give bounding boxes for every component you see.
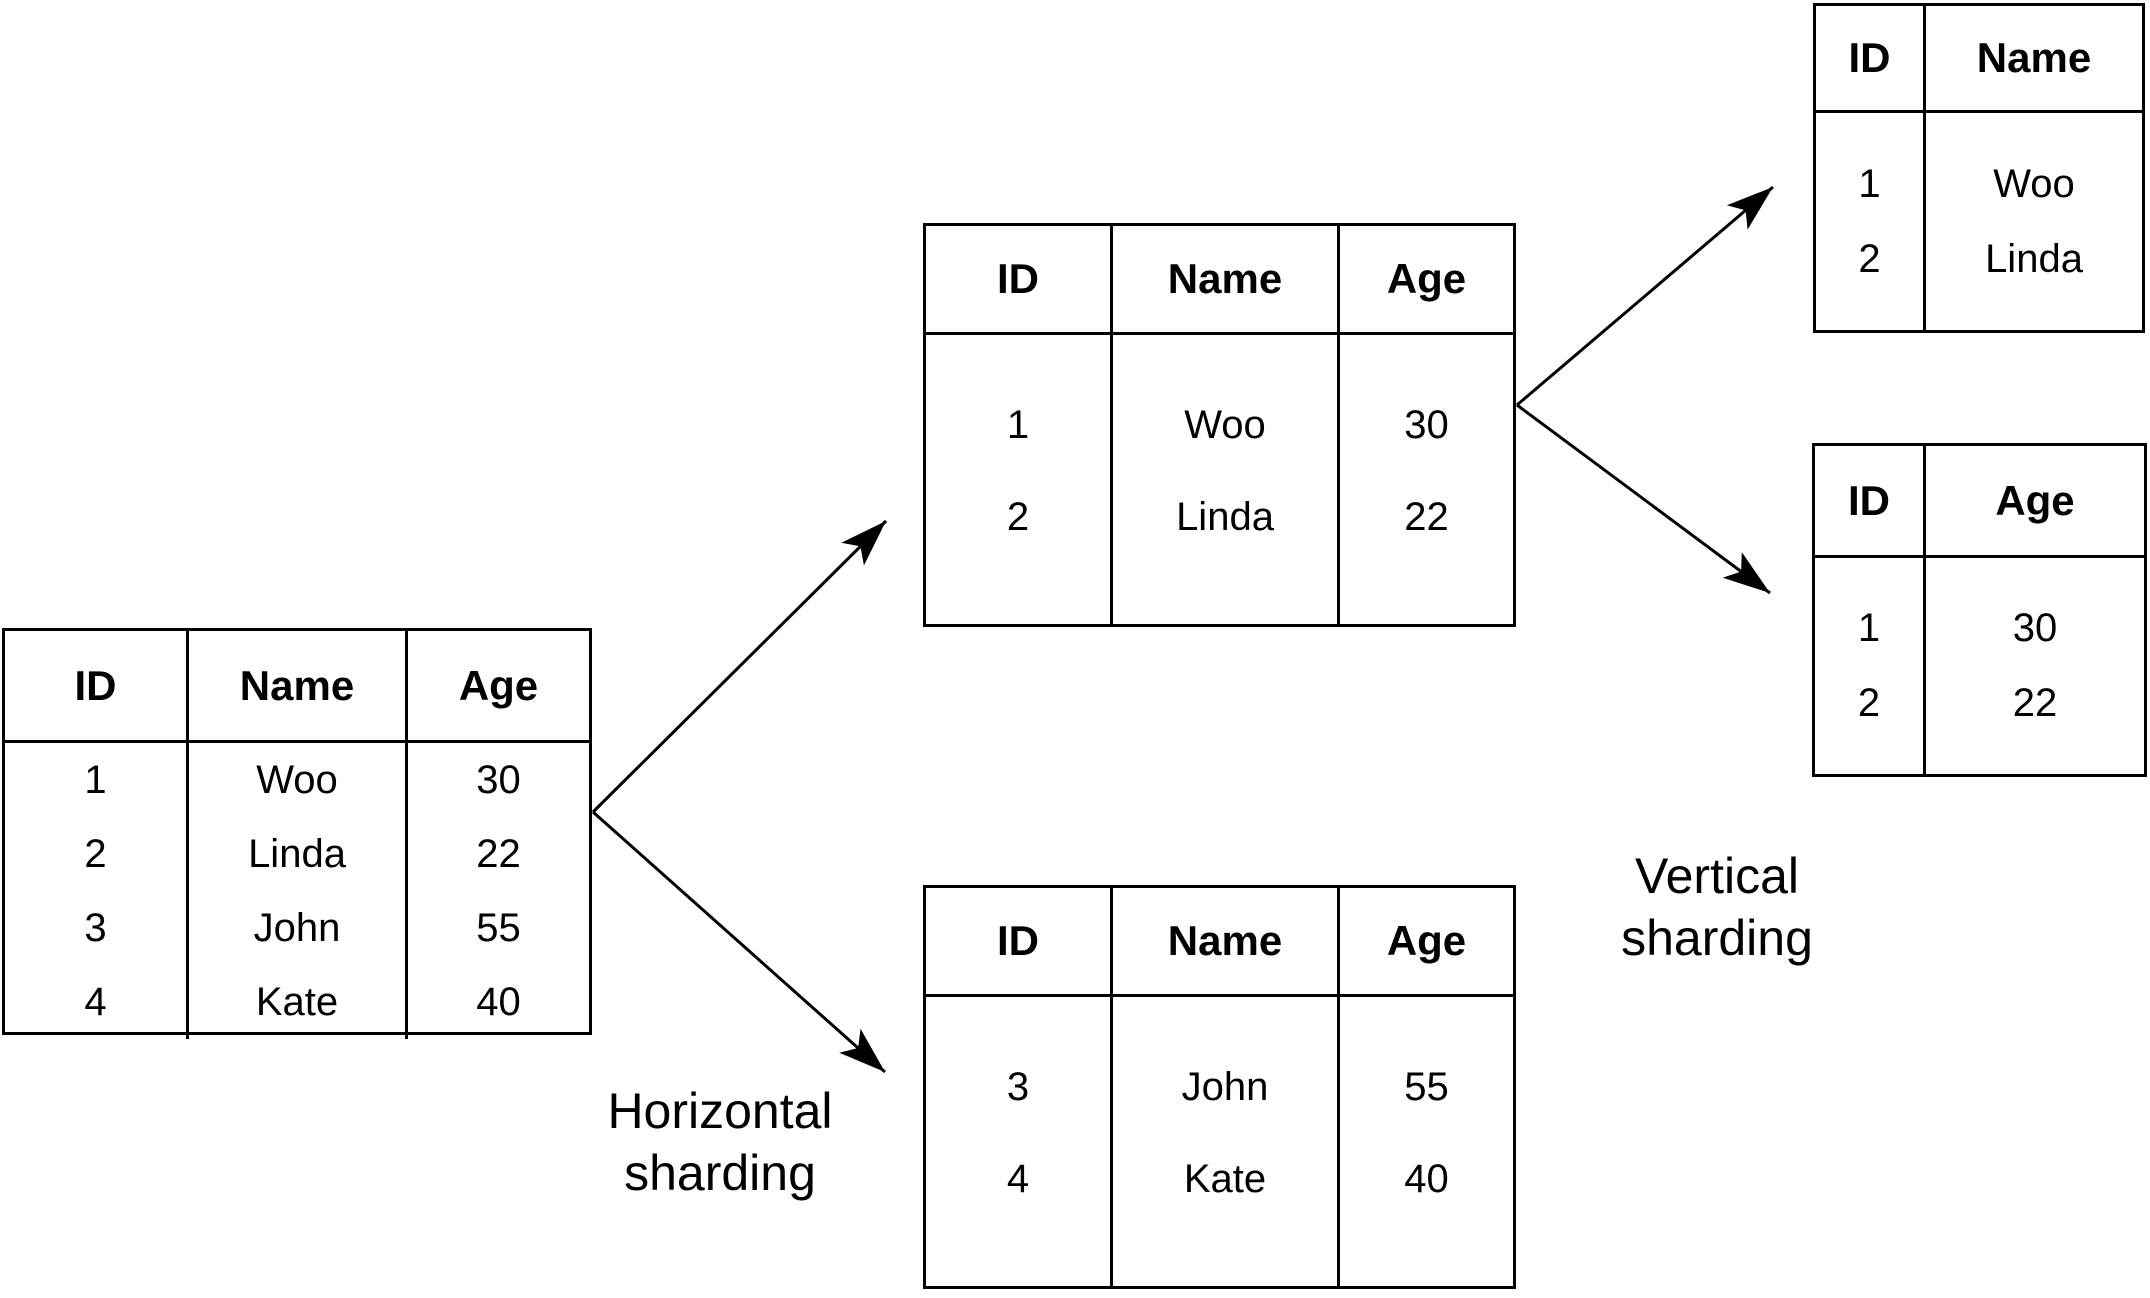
table-cell: 22 [1404,494,1449,539]
table-cell: 4 [84,979,107,1024]
label-line: sharding [624,1145,816,1201]
table-cell: 2 [1857,681,1881,725]
table-cell: John [1181,1064,1269,1109]
table-cell: 30 [476,757,521,802]
column-header-id: ID [1816,6,1926,113]
label-line: sharding [1621,910,1813,966]
arrow-original-to-shard-rows-3-4 [592,810,886,1074]
table-column-age: 30 22 [1926,558,2144,774]
column-header-id: ID [1815,446,1926,558]
table-cell: 2 [1858,236,1881,281]
table-cell: 55 [1404,1064,1449,1109]
table-cell: 55 [476,905,521,950]
table-cell: Kate [255,979,339,1024]
column-header-id: ID [926,888,1113,997]
horizontal-sharding-label: Horizontal sharding [430,1080,1010,1204]
column-header-age: Age [1340,888,1513,997]
column-header-age: Age [1340,226,1513,335]
table-cell: Woo [256,757,338,802]
table-cell: Linda [248,831,346,876]
table-cell: 40 [476,979,521,1024]
arrow-original-to-shard-rows-1-2 [591,519,888,814]
column-header-age: Age [408,631,589,743]
column-header-name: Name [1113,888,1340,997]
table-cell: Linda [1176,494,1274,539]
column-header-id: ID [5,631,189,743]
arrow-shard-to-id-name [1516,185,1774,407]
table-cell: Woo [1184,402,1266,447]
table-cell: 3 [1006,1064,1030,1109]
vertical-sharding-label: Vertical sharding [1427,845,2007,969]
table-cell: 1 [1006,402,1030,447]
column-header-age: Age [1926,446,2144,558]
column-header-name: Name [1926,6,2142,113]
table-column-id: 1 2 3 4 [5,743,189,1039]
table-column-age: 30 22 55 40 [408,743,589,1039]
table-cell: 1 [1857,606,1881,650]
table-cell: 30 [2012,606,2058,650]
table-cell: John [253,905,341,950]
table-cell: 2 [84,831,107,876]
table-cell: Kate [1183,1156,1267,1201]
table-cell: 1 [1858,161,1881,206]
label-line: Vertical [1635,848,1799,904]
table-cell: 30 [1404,402,1449,447]
table-cell: 2 [1006,494,1030,539]
column-header-name: Name [189,631,408,743]
column-header-name: Name [1113,226,1340,335]
table-column-age: 55 40 [1340,997,1513,1286]
table-cell: Woo [1993,161,2075,206]
arrow-shard-to-id-age [1516,403,1771,595]
table-cell: 4 [1006,1156,1030,1201]
table-cell: 3 [84,905,107,950]
table-cell: 1 [84,757,107,802]
table-column-age: 30 22 [1340,335,1513,624]
table-cell: 22 [2012,681,2058,725]
table-cell: 40 [1404,1156,1449,1201]
column-header-id: ID [926,226,1113,335]
label-line: Horizontal [607,1083,833,1139]
table-cell: Linda [1985,236,2083,281]
table-cell: 22 [476,831,521,876]
